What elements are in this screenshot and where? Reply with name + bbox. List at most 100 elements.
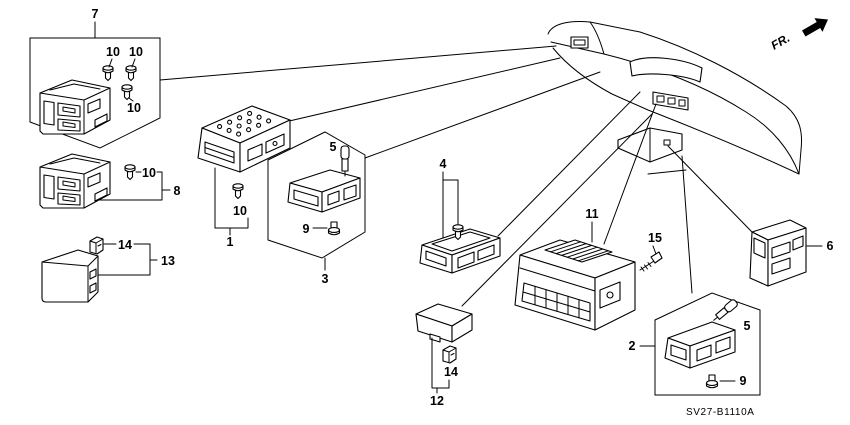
bracket-part-12 — [431, 337, 450, 389]
leader-part-12 — [461, 113, 653, 307]
front-direction-marker: FR. — [769, 18, 828, 53]
callout-10: 10 — [129, 45, 143, 59]
callout-14: 14 — [118, 238, 132, 252]
center-stack-panel — [652, 91, 689, 111]
dash-top-edge — [547, 21, 803, 175]
callout-5: 5 — [744, 319, 751, 333]
cover-tab — [89, 282, 97, 294]
indicator-housing-part-2 — [664, 321, 736, 369]
leader-part-6 — [667, 145, 753, 233]
diagram-code: SV27-B1110A — [686, 407, 755, 418]
switch-tab — [792, 235, 804, 251]
center-stack-slot — [667, 97, 676, 105]
front-arrow-icon — [801, 18, 828, 37]
clip-part-10-c — [121, 84, 133, 101]
dashboard-outline — [547, 21, 803, 175]
switch-connector — [477, 244, 495, 261]
floor-line — [647, 169, 687, 175]
housing-connector — [343, 184, 357, 201]
hole — [246, 119, 252, 125]
center-console — [617, 127, 683, 163]
screw-part-15 — [639, 251, 663, 272]
callout-4: 4 — [440, 157, 447, 171]
callout-8: 8 — [174, 184, 181, 198]
rib — [555, 243, 587, 255]
group-box-part-7 — [29, 37, 161, 149]
callout-10: 10 — [142, 166, 156, 180]
group-box-part-3 — [267, 131, 366, 259]
clip-part-14-a — [89, 236, 104, 255]
callout-13: 13 — [161, 254, 175, 268]
hole — [247, 110, 253, 116]
bulb-socket-part-9-b — [705, 374, 719, 389]
switch-slot — [771, 241, 791, 259]
center-stack-slot — [678, 99, 686, 107]
hole — [217, 124, 223, 130]
rib — [577, 250, 609, 262]
unit-mount-hole — [606, 291, 614, 299]
callout-14: 14 — [444, 365, 458, 379]
center-stack — [652, 91, 689, 111]
bulb-socket-part-9-a — [327, 221, 341, 236]
clip-part-10-a — [102, 65, 114, 82]
switch-button — [753, 237, 766, 259]
front-marker-label: FR. — [769, 31, 793, 53]
callout-10: 10 — [106, 45, 120, 59]
housing-connector — [696, 344, 712, 362]
wedge-bulb-part-5-b — [713, 299, 738, 321]
bracket-part-4 — [442, 179, 459, 239]
callout-2: 2 — [629, 339, 636, 353]
vent-louver — [573, 39, 586, 46]
bracket-part-1 — [214, 167, 249, 229]
wedge-bulb-part-5-a — [340, 145, 350, 177]
gauge-hood — [629, 57, 703, 83]
hole — [256, 114, 262, 120]
rib — [550, 241, 582, 253]
housing-lens — [670, 344, 687, 361]
callout-9: 9 — [303, 222, 310, 236]
callout-leader — [652, 245, 657, 255]
unit-face-line — [519, 267, 596, 292]
hole — [256, 122, 262, 128]
callout-6: 6 — [827, 239, 834, 253]
bulb-glass — [340, 145, 350, 160]
hole — [227, 119, 233, 125]
dash-vent — [570, 36, 589, 49]
dash-side-contour — [589, 21, 605, 55]
cover-tab — [429, 333, 441, 343]
hole — [226, 127, 232, 133]
callout-9: 9 — [740, 374, 747, 388]
hole — [236, 131, 242, 137]
switch-connector — [457, 251, 475, 269]
callout-3: 3 — [322, 272, 329, 286]
clip-part-10-e — [232, 183, 244, 200]
hole — [237, 115, 243, 121]
bulb-wire — [713, 316, 719, 321]
bracket-part-8 — [99, 171, 163, 201]
leader-part-11 — [603, 103, 657, 245]
screw-thread — [640, 266, 645, 272]
hole — [266, 118, 272, 124]
rib — [566, 246, 598, 258]
blank-cover-part-13 — [41, 249, 99, 303]
leader-part-1 — [284, 57, 561, 123]
leader-part-2 — [681, 155, 693, 294]
cover-side-face — [451, 313, 473, 343]
callout-11: 11 — [585, 207, 598, 221]
leader-part-7 — [159, 45, 557, 81]
callout-12: 12 — [430, 394, 444, 408]
group-box-part-2 — [654, 292, 761, 396]
housing-lens — [293, 189, 319, 207]
callout-5: 5 — [330, 140, 337, 154]
switch-part-6 — [749, 219, 807, 287]
callout-10: 10 — [233, 204, 247, 218]
housing-connector — [715, 336, 731, 354]
clip-part-10-b — [125, 65, 137, 82]
switch-part-8 — [39, 153, 111, 209]
leader-part-4 — [497, 91, 641, 237]
hole — [246, 127, 252, 133]
bulb-base — [341, 158, 349, 172]
callout-leader — [108, 58, 113, 68]
switch-assembly-part-7 — [39, 79, 111, 135]
callout-leader — [128, 97, 134, 102]
